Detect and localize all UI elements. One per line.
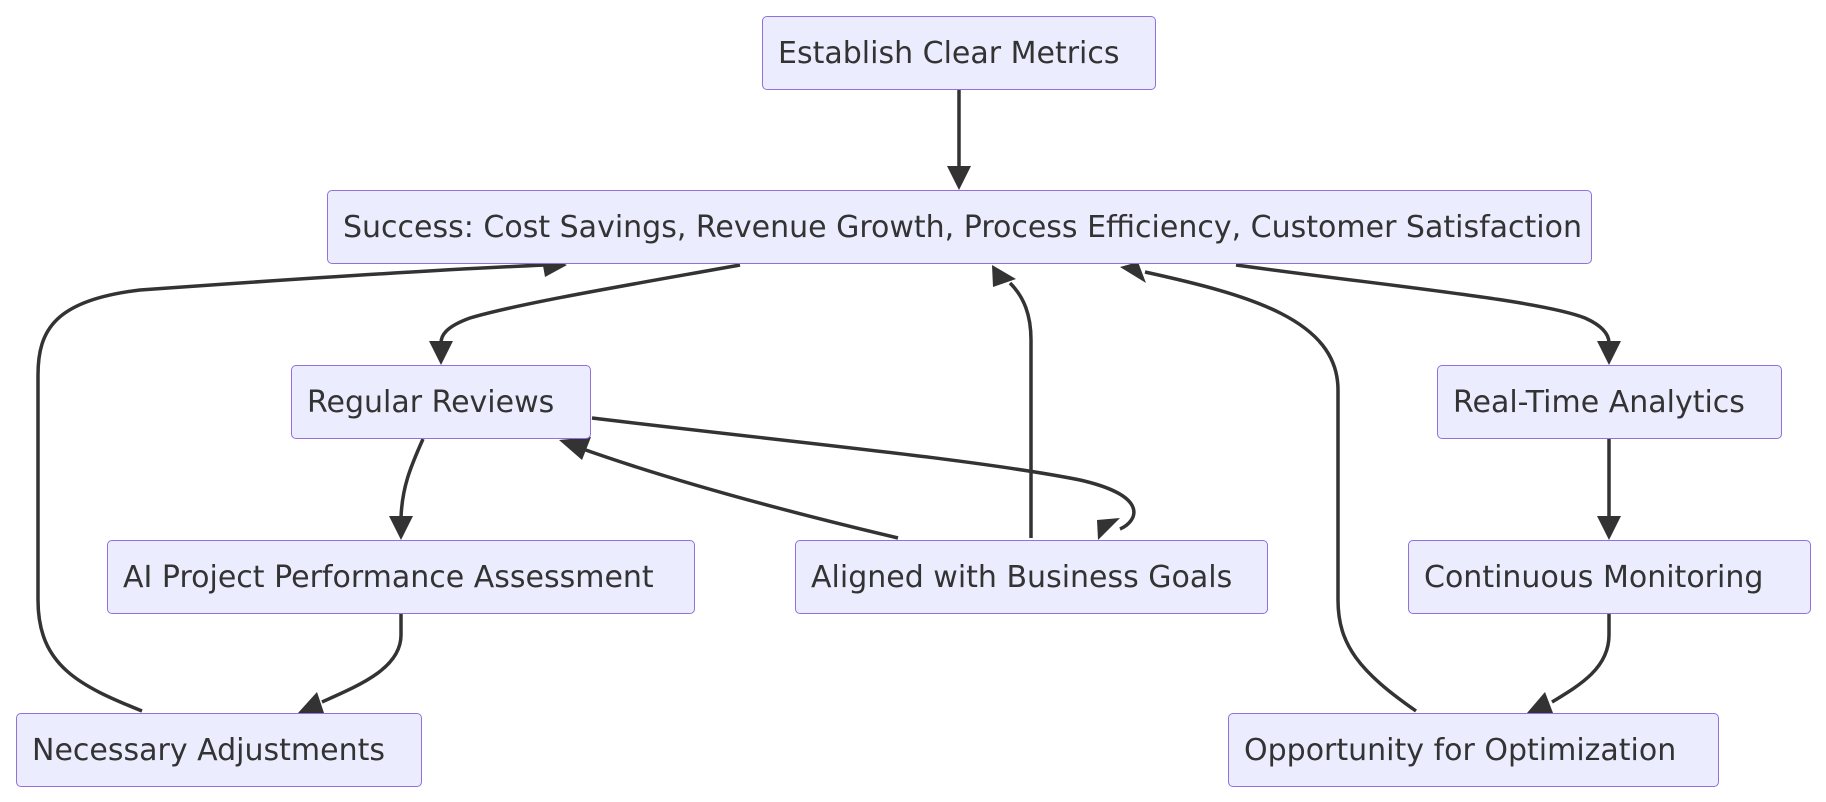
node-label: Real-Time Analytics (1453, 384, 1745, 420)
node-label: Continuous Monitoring (1424, 559, 1764, 595)
node-success: Success: Cost Savings, Revenue Growth, P… (327, 190, 1592, 264)
node-label: Success: Cost Savings, Revenue Growth, P… (343, 209, 1582, 245)
node-ai-project-performance-assessment: AI Project Performance Assessment (107, 540, 695, 614)
node-necessary-adjustments: Necessary Adjustments (16, 713, 422, 787)
node-label: AI Project Performance Assessment (123, 559, 654, 595)
node-aligned-with-business-goals: Aligned with Business Goals (795, 540, 1268, 614)
edge-success-to-reviews (429, 263, 741, 365)
node-label: Regular Reviews (307, 384, 555, 420)
node-regular-reviews: Regular Reviews (291, 365, 591, 439)
node-real-time-analytics: Real-Time Analytics (1437, 365, 1782, 439)
edge-assessment-to-adjustments (298, 612, 403, 713)
node-continuous-monitoring: Continuous Monitoring (1408, 540, 1811, 614)
edge-reviews-to-assessment (389, 438, 425, 540)
edge-success-to-analytics (1235, 263, 1621, 365)
node-opportunity-for-optimization: Opportunity for Optimization (1228, 713, 1719, 787)
edge-optimization-to-success (1120, 262, 1418, 713)
edge-goals-to-reviews (559, 437, 899, 540)
edge-metrics-to-success (947, 89, 971, 190)
edge-goals-to-success (992, 265, 1033, 538)
node-label: Aligned with Business Goals (811, 559, 1233, 595)
node-label: Necessary Adjustments (32, 732, 385, 768)
edge-adjustments-to-success (36, 254, 567, 713)
edge-reviews-to-goals (591, 416, 1136, 540)
edge-analytics-to-monitoring (1597, 439, 1621, 540)
edge-monitoring-to-optimization (1527, 612, 1611, 713)
node-label: Opportunity for Optimization (1244, 732, 1677, 768)
node-establish-clear-metrics: Establish Clear Metrics (762, 16, 1156, 90)
node-label: Establish Clear Metrics (778, 35, 1120, 71)
